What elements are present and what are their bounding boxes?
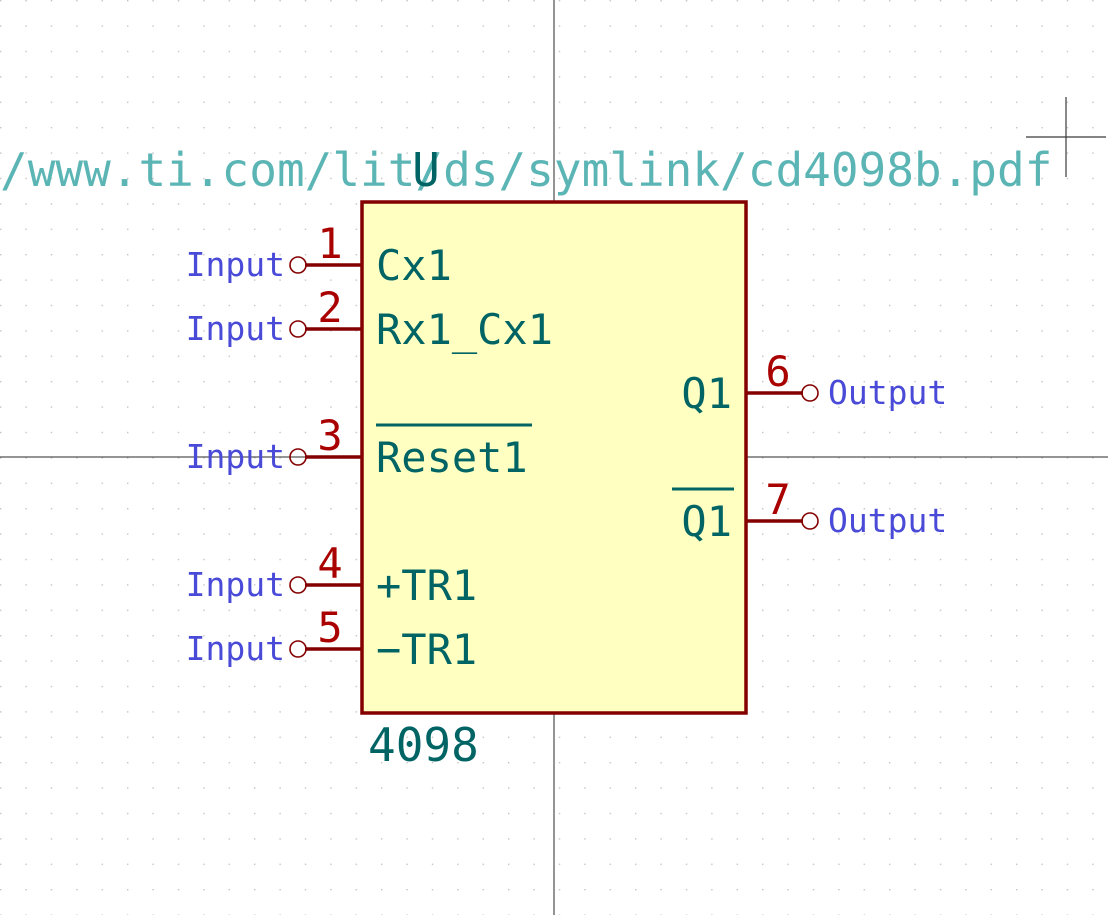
pin-name: Reset1 (376, 433, 528, 482)
pin-number: 6 (765, 347, 790, 396)
pin-number: 1 (317, 219, 342, 268)
pin-connection-point-icon[interactable] (289, 320, 307, 338)
pin-name: Rx1_Cx1 (376, 305, 553, 354)
pin-6[interactable]: 6 Q1 Output (681, 347, 947, 418)
pin-5[interactable]: 5 −TR1 Input (186, 603, 478, 674)
pin-type-label: Output (828, 373, 947, 412)
pin-type-label: Output (828, 501, 947, 540)
pin-number: 3 (317, 411, 342, 460)
pin-number: 5 (317, 603, 342, 652)
pin-type-label: Input (186, 629, 285, 668)
pin-number: 7 (765, 475, 790, 524)
pin-4[interactable]: 4 +TR1 Input (186, 539, 478, 610)
pin-2[interactable]: 2 Rx1_Cx1 Input (186, 283, 553, 354)
pin-type-label: Input (186, 565, 285, 604)
pin-number: 2 (317, 283, 342, 332)
symbol-body[interactable] (362, 202, 746, 713)
value-field[interactable]: 4098 (368, 718, 479, 772)
pin-type-label: Input (186, 437, 285, 476)
pin-number: 4 (317, 539, 342, 588)
pin-connection-point-icon[interactable] (801, 512, 819, 530)
pin-type-label: Input (186, 309, 285, 348)
pin-name: −TR1 (376, 625, 477, 674)
pin-connection-point-icon[interactable] (289, 448, 307, 466)
pin-connection-point-icon[interactable] (289, 576, 307, 594)
pin-connection-point-icon[interactable] (801, 384, 819, 402)
pin-3[interactable]: 3 Reset1 Input (186, 411, 532, 482)
pin-connection-point-icon[interactable] (289, 640, 307, 658)
pin-name: Q1 (681, 369, 732, 418)
reference-field[interactable]: U (412, 143, 440, 197)
pin-type-label: Input (186, 245, 285, 284)
pin-connection-point-icon[interactable] (289, 256, 307, 274)
datasheet-field[interactable]: /www.ti.com/lit/ds/symlink/cd4098b.pdf (0, 143, 1052, 197)
pin-7[interactable]: 7 Q1 Output (672, 475, 947, 546)
pin-1[interactable]: 1 Cx1 Input (186, 219, 452, 290)
pin-name: Q1 (681, 497, 732, 546)
pin-name: Cx1 (376, 241, 452, 290)
crosshair-cursor-icon (1026, 97, 1106, 177)
pin-name: +TR1 (376, 561, 477, 610)
